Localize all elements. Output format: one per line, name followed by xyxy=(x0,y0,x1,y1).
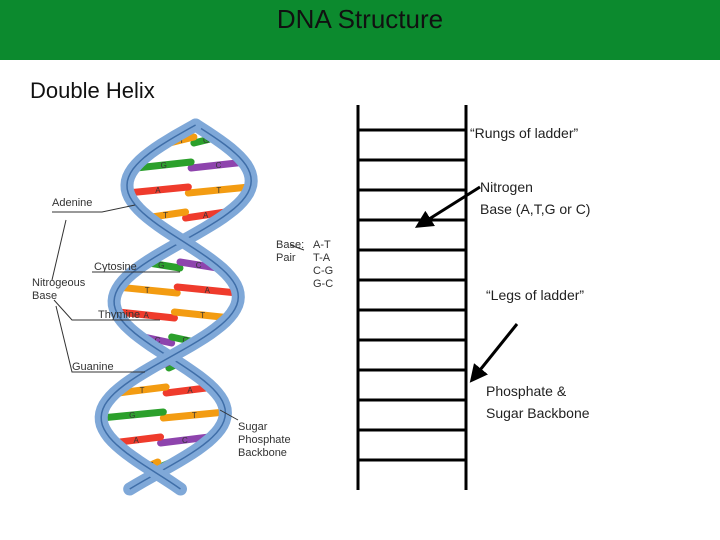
base-letter: T xyxy=(192,411,197,420)
thymine-leader xyxy=(53,299,160,321)
base-letter: G xyxy=(203,136,209,145)
base-letter: G xyxy=(182,336,188,345)
base-G xyxy=(132,158,195,172)
base-letter: G xyxy=(161,161,167,170)
backbone-label-3: Backbone xyxy=(238,447,287,459)
nitrogenous-base-label-2: Base xyxy=(32,290,57,302)
base-letter: T xyxy=(163,211,168,220)
base-T xyxy=(114,383,170,397)
base-A xyxy=(114,308,178,322)
page-title: DNA Structure xyxy=(276,4,444,34)
base-T xyxy=(184,183,253,197)
nitrogenous-base-label-1: Nitrogeous xyxy=(32,277,86,289)
base-letter: C xyxy=(216,161,222,170)
base-pair-rung: TG xyxy=(97,408,229,422)
phosphate-backbone-note: Phosphate & Sugar Backbone xyxy=(486,380,590,424)
base-letter: C xyxy=(155,336,161,345)
legs-note: “Legs of ladder” xyxy=(486,287,585,303)
nitrogenous-base-leader xyxy=(51,219,67,281)
base-letter: A xyxy=(144,311,150,320)
base-A xyxy=(123,183,192,197)
adenine-leader xyxy=(52,204,136,213)
base-letter: G xyxy=(129,411,135,420)
helix-label-leaders xyxy=(51,204,305,421)
base-G xyxy=(97,408,167,422)
base-letter: A xyxy=(187,386,193,395)
backbone-leader xyxy=(219,409,239,421)
pair-at-label: A-T xyxy=(313,239,331,251)
pair-ta-label: T-A xyxy=(313,252,331,264)
base-A xyxy=(173,283,241,297)
adenine-label: Adenine xyxy=(52,197,92,209)
pair-cg-label: C-G xyxy=(313,265,333,277)
thymine-label: Thymine xyxy=(98,309,140,321)
base-letter: T xyxy=(179,136,184,145)
phosphate-note-line-1: Phosphate & xyxy=(486,383,567,399)
base-letter: G xyxy=(158,261,164,270)
base-C xyxy=(157,433,213,447)
base-letter: A xyxy=(134,436,140,445)
base-letter: A xyxy=(205,286,211,295)
nitrogen-base-note-line-2: Base (A,T,G or C) xyxy=(480,201,591,217)
base-pair-label-2: Pair xyxy=(276,252,296,264)
backbone-strand-2-edge xyxy=(100,124,240,490)
guanine-leader xyxy=(55,305,145,373)
ladder-diagram xyxy=(356,105,519,490)
base-letter: T xyxy=(200,311,205,320)
base-letter: A xyxy=(155,186,161,195)
rungs-note: “Rungs of ladder” xyxy=(470,125,579,141)
base-letter: C xyxy=(196,261,202,270)
base-T xyxy=(159,408,229,422)
backbone-label-2: Phosphate xyxy=(238,434,291,446)
guanine-label: Guanine xyxy=(72,361,114,373)
nitrogen-base-note: Nitrogen Base (A,T,G or C) xyxy=(480,176,590,220)
pair-gc-label: G-C xyxy=(313,278,333,290)
cytosine-label: Cytosine xyxy=(94,261,137,273)
subtitle: Double Helix xyxy=(30,78,155,103)
base-letter: C xyxy=(182,436,188,445)
base-pair-label-1: Base: xyxy=(276,239,304,251)
base-pair-rung: AT xyxy=(114,383,218,397)
backbone-strand-1-edge xyxy=(113,124,252,490)
ladder-rungs xyxy=(358,128,466,462)
nitrogen-base-note-line-1: Nitrogen xyxy=(480,179,533,195)
title-bar xyxy=(0,0,720,60)
base-T xyxy=(113,283,181,297)
base-letter: T xyxy=(140,386,145,395)
base-letter: T xyxy=(145,286,150,295)
nitrogen-base-arrow xyxy=(414,185,481,228)
base-pair-rung: TA xyxy=(123,183,253,197)
legs-arrow xyxy=(469,323,519,383)
base-letter: T xyxy=(216,186,221,195)
base-pair-rung: CG xyxy=(132,158,250,172)
phosphate-note-line-2: Sugar Backbone xyxy=(486,405,590,421)
base-letter: A xyxy=(203,211,209,220)
double-helix-illustration: GTCGTAATCGGCTAATCGGCATTGCAGT xyxy=(94,118,258,496)
backbone-label-1: Sugar xyxy=(238,421,268,433)
base-pair-leader xyxy=(289,244,305,251)
